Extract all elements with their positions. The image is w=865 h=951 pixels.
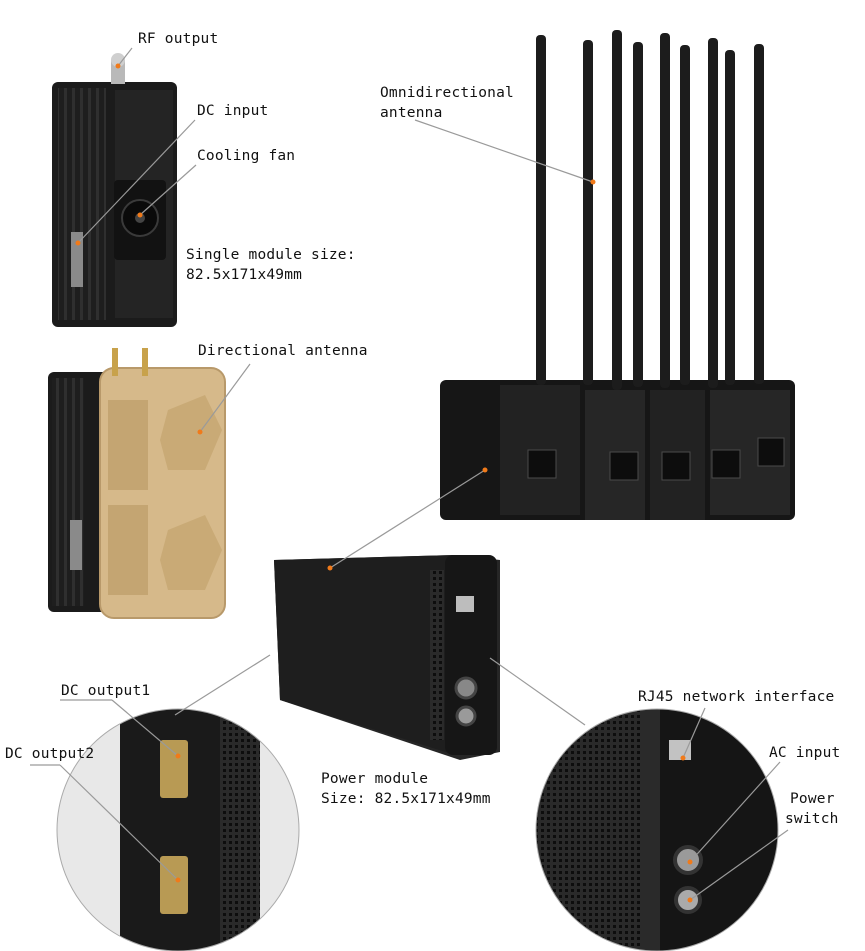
label-omni-1: Omnidirectional [380, 85, 514, 101]
label-single-size-1: Single module size: [186, 247, 356, 263]
label-rf-output: RF output [138, 31, 219, 47]
label-single-size-2: 82.5x171x49mm [186, 267, 303, 283]
label-power-2: switch [785, 811, 839, 827]
label-power-module-1: Power module [321, 771, 429, 787]
label-rj45: RJ45 network interface [638, 689, 835, 705]
label-omni-2: antenna [380, 105, 443, 121]
label-power-1: Power [790, 791, 835, 807]
label-ac-input: AC input [769, 745, 841, 761]
multi-module-image [440, 30, 795, 520]
label-dc-output1: DC output1 [61, 683, 151, 699]
label-power-module-2: Size: 82.5x171x49mm [321, 791, 491, 807]
callout-markers [75, 63, 693, 903]
directional-antenna-image [48, 348, 226, 619]
leader-lines [30, 47, 789, 901]
label-dc-output2: DC output2 [5, 746, 95, 762]
label-dc-input: DC input [197, 103, 269, 119]
label-cooling-fan: Cooling fan [197, 148, 296, 164]
single-module-image [52, 53, 177, 327]
label-directional-antenna: Directional antenna [198, 343, 368, 359]
zoom-circle-dc-outputs [56, 708, 300, 951]
zoom-circle-power-panel [535, 708, 779, 951]
power-module-image [274, 555, 500, 760]
